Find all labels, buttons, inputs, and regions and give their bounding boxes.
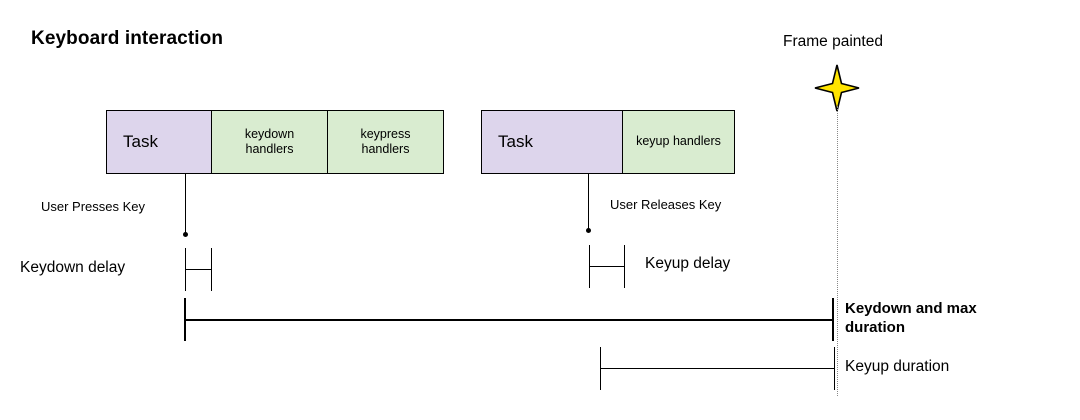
keypress-handlers-box: keypress handlers [327, 110, 444, 174]
press-event-label: User Presses Key [41, 199, 146, 214]
release-event-label: User Releases Key [610, 197, 722, 212]
keydown-handlers-label-line1: keydown [244, 126, 295, 141]
keydown-max-duration-label: Keydown and max duration [845, 300, 977, 336]
task-box-2: Task [481, 110, 623, 174]
keyup-duration-label: Keyup duration [845, 358, 950, 375]
keyup-handlers-label: keyup handlers [636, 134, 721, 149]
keydown-handlers-box: keydown handlers [211, 110, 328, 174]
release-event-marker [586, 228, 591, 233]
press-event-marker [183, 232, 188, 237]
keydown-delay-span [185, 269, 212, 270]
task-box-1-label: Task [123, 131, 158, 151]
task-box-2-label: Task [498, 131, 533, 151]
keyup-delay-label: Keyup delay [645, 255, 731, 272]
frame-painted-label: Frame painted [783, 33, 883, 50]
keydown-delay-label: Keydown delay [20, 259, 126, 276]
keyup-duration-span [600, 368, 835, 369]
keypress-handlers-label-line2: handlers [361, 142, 410, 156]
frame-painted-guideline [837, 106, 838, 396]
keypress-handlers-label-line1: keypress [360, 126, 411, 141]
press-event-connector [185, 174, 186, 234]
page-title: Keyboard interaction [31, 28, 224, 49]
keyup-handlers-box: keyup handlers [622, 110, 735, 174]
task-box-1: Task [106, 110, 212, 174]
keydown-handlers-label-line2: handlers [245, 142, 294, 156]
keydown-max-duration-span [184, 319, 834, 321]
release-event-connector [588, 174, 589, 230]
keyup-delay-span [589, 266, 625, 267]
four-point-star-icon [814, 64, 860, 112]
